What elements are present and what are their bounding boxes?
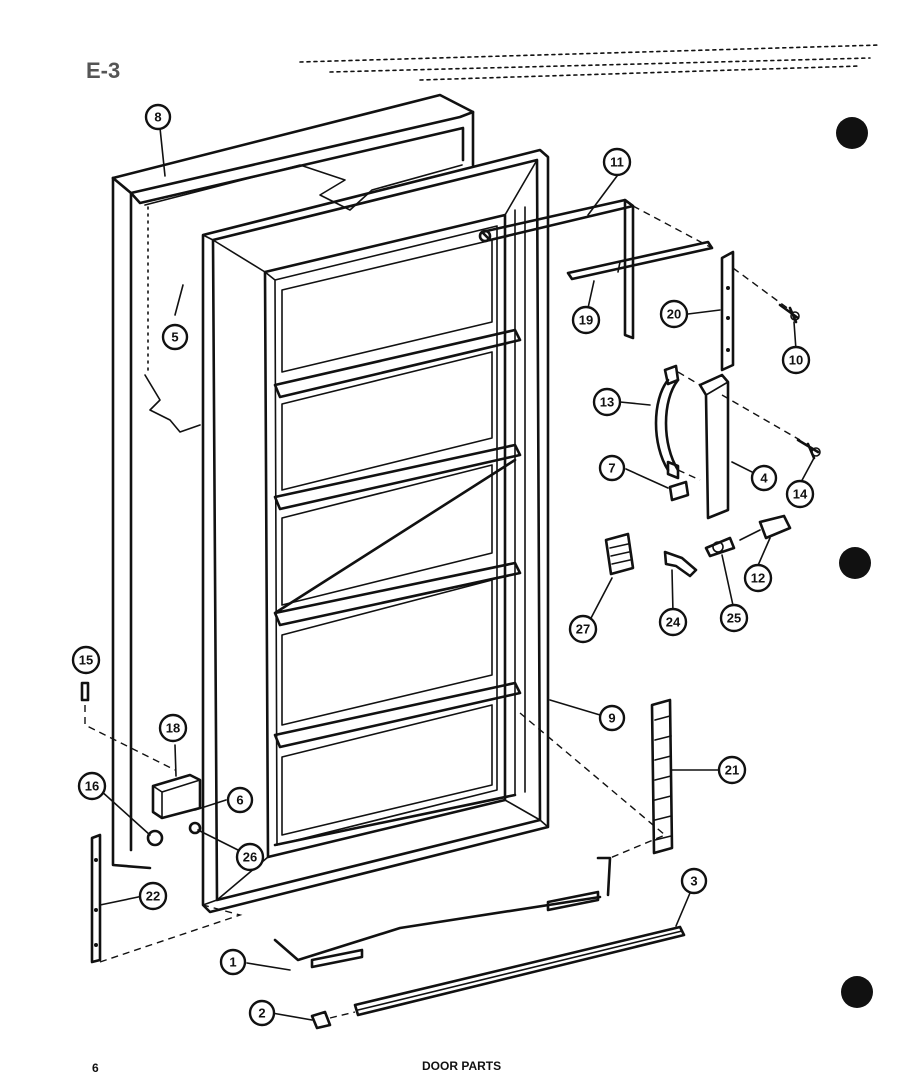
svg-text:25: 25 xyxy=(727,611,741,626)
svg-text:10: 10 xyxy=(789,353,803,368)
svg-text:16: 16 xyxy=(85,779,99,794)
svg-text:1: 1 xyxy=(229,955,236,970)
svg-text:3: 3 xyxy=(690,874,697,889)
callout-18: 18 xyxy=(158,713,188,743)
callout-24: 24 xyxy=(658,607,688,637)
svg-text:2: 2 xyxy=(258,1006,265,1021)
leader-lines xyxy=(99,127,815,1021)
lock-parts xyxy=(604,514,792,578)
corner-label: E-3 xyxy=(86,58,120,83)
figure-caption: DOOR PARTS xyxy=(422,1059,501,1073)
svg-text:15: 15 xyxy=(79,653,93,668)
callout-20: 20 xyxy=(659,299,689,329)
callout-25: 25 xyxy=(719,603,749,633)
hinge-strap xyxy=(720,250,800,372)
callout-3: 3 xyxy=(680,867,708,895)
svg-text:27: 27 xyxy=(576,622,590,637)
callout-2: 2 xyxy=(248,999,276,1027)
page-number: 6 xyxy=(92,1061,99,1075)
inner-liner xyxy=(201,148,550,914)
bottom-rods xyxy=(273,712,686,1030)
scan-noise xyxy=(299,44,881,81)
binder-hole-top xyxy=(836,117,868,149)
callout-9: 9 xyxy=(598,704,626,732)
callout-26: 26 xyxy=(235,842,265,872)
outer-door-panel xyxy=(111,93,475,870)
binder-hole-middle xyxy=(839,547,871,579)
svg-text:7: 7 xyxy=(608,461,615,476)
callout-6: 6 xyxy=(226,786,254,814)
svg-text:24: 24 xyxy=(666,615,681,630)
lower-left-parts xyxy=(80,681,202,847)
svg-text:6: 6 xyxy=(236,793,243,808)
callout-15: 15 xyxy=(71,645,101,675)
binder-hole-bottom xyxy=(841,976,873,1008)
svg-text:20: 20 xyxy=(667,307,681,322)
svg-text:26: 26 xyxy=(243,850,257,865)
svg-text:11: 11 xyxy=(610,155,624,170)
svg-text:5: 5 xyxy=(171,330,178,345)
callout-7: 7 xyxy=(598,454,626,482)
callout-8: 8 xyxy=(144,103,172,131)
svg-text:8: 8 xyxy=(154,110,161,125)
svg-text:21: 21 xyxy=(725,763,739,778)
svg-text:9: 9 xyxy=(608,711,615,726)
svg-text:13: 13 xyxy=(600,395,614,410)
handle-assembly xyxy=(654,364,821,520)
svg-text:22: 22 xyxy=(146,889,160,904)
svg-text:14: 14 xyxy=(793,487,808,502)
hinge-bar-assembly xyxy=(478,198,714,340)
svg-text:18: 18 xyxy=(166,721,180,736)
callout-21: 21 xyxy=(717,755,747,785)
bottom-hinge-plate xyxy=(90,833,243,964)
callout-22: 22 xyxy=(138,881,168,911)
callout-16: 16 xyxy=(77,771,107,801)
callout-11: 11 xyxy=(602,147,632,177)
callout-4: 4 xyxy=(750,464,778,492)
callout-14: 14 xyxy=(785,479,815,509)
callout-5: 5 xyxy=(161,323,189,351)
callout-13: 13 xyxy=(592,387,622,417)
callout-12: 12 xyxy=(743,563,773,593)
callout-1: 1 xyxy=(219,948,247,976)
svg-text:4: 4 xyxy=(760,471,768,486)
svg-text:19: 19 xyxy=(579,313,593,328)
callout-10: 10 xyxy=(781,345,811,375)
svg-text:12: 12 xyxy=(751,571,765,586)
callout-19: 19 xyxy=(571,305,601,335)
callout-27: 27 xyxy=(568,614,598,644)
gasket-strip xyxy=(650,698,674,855)
